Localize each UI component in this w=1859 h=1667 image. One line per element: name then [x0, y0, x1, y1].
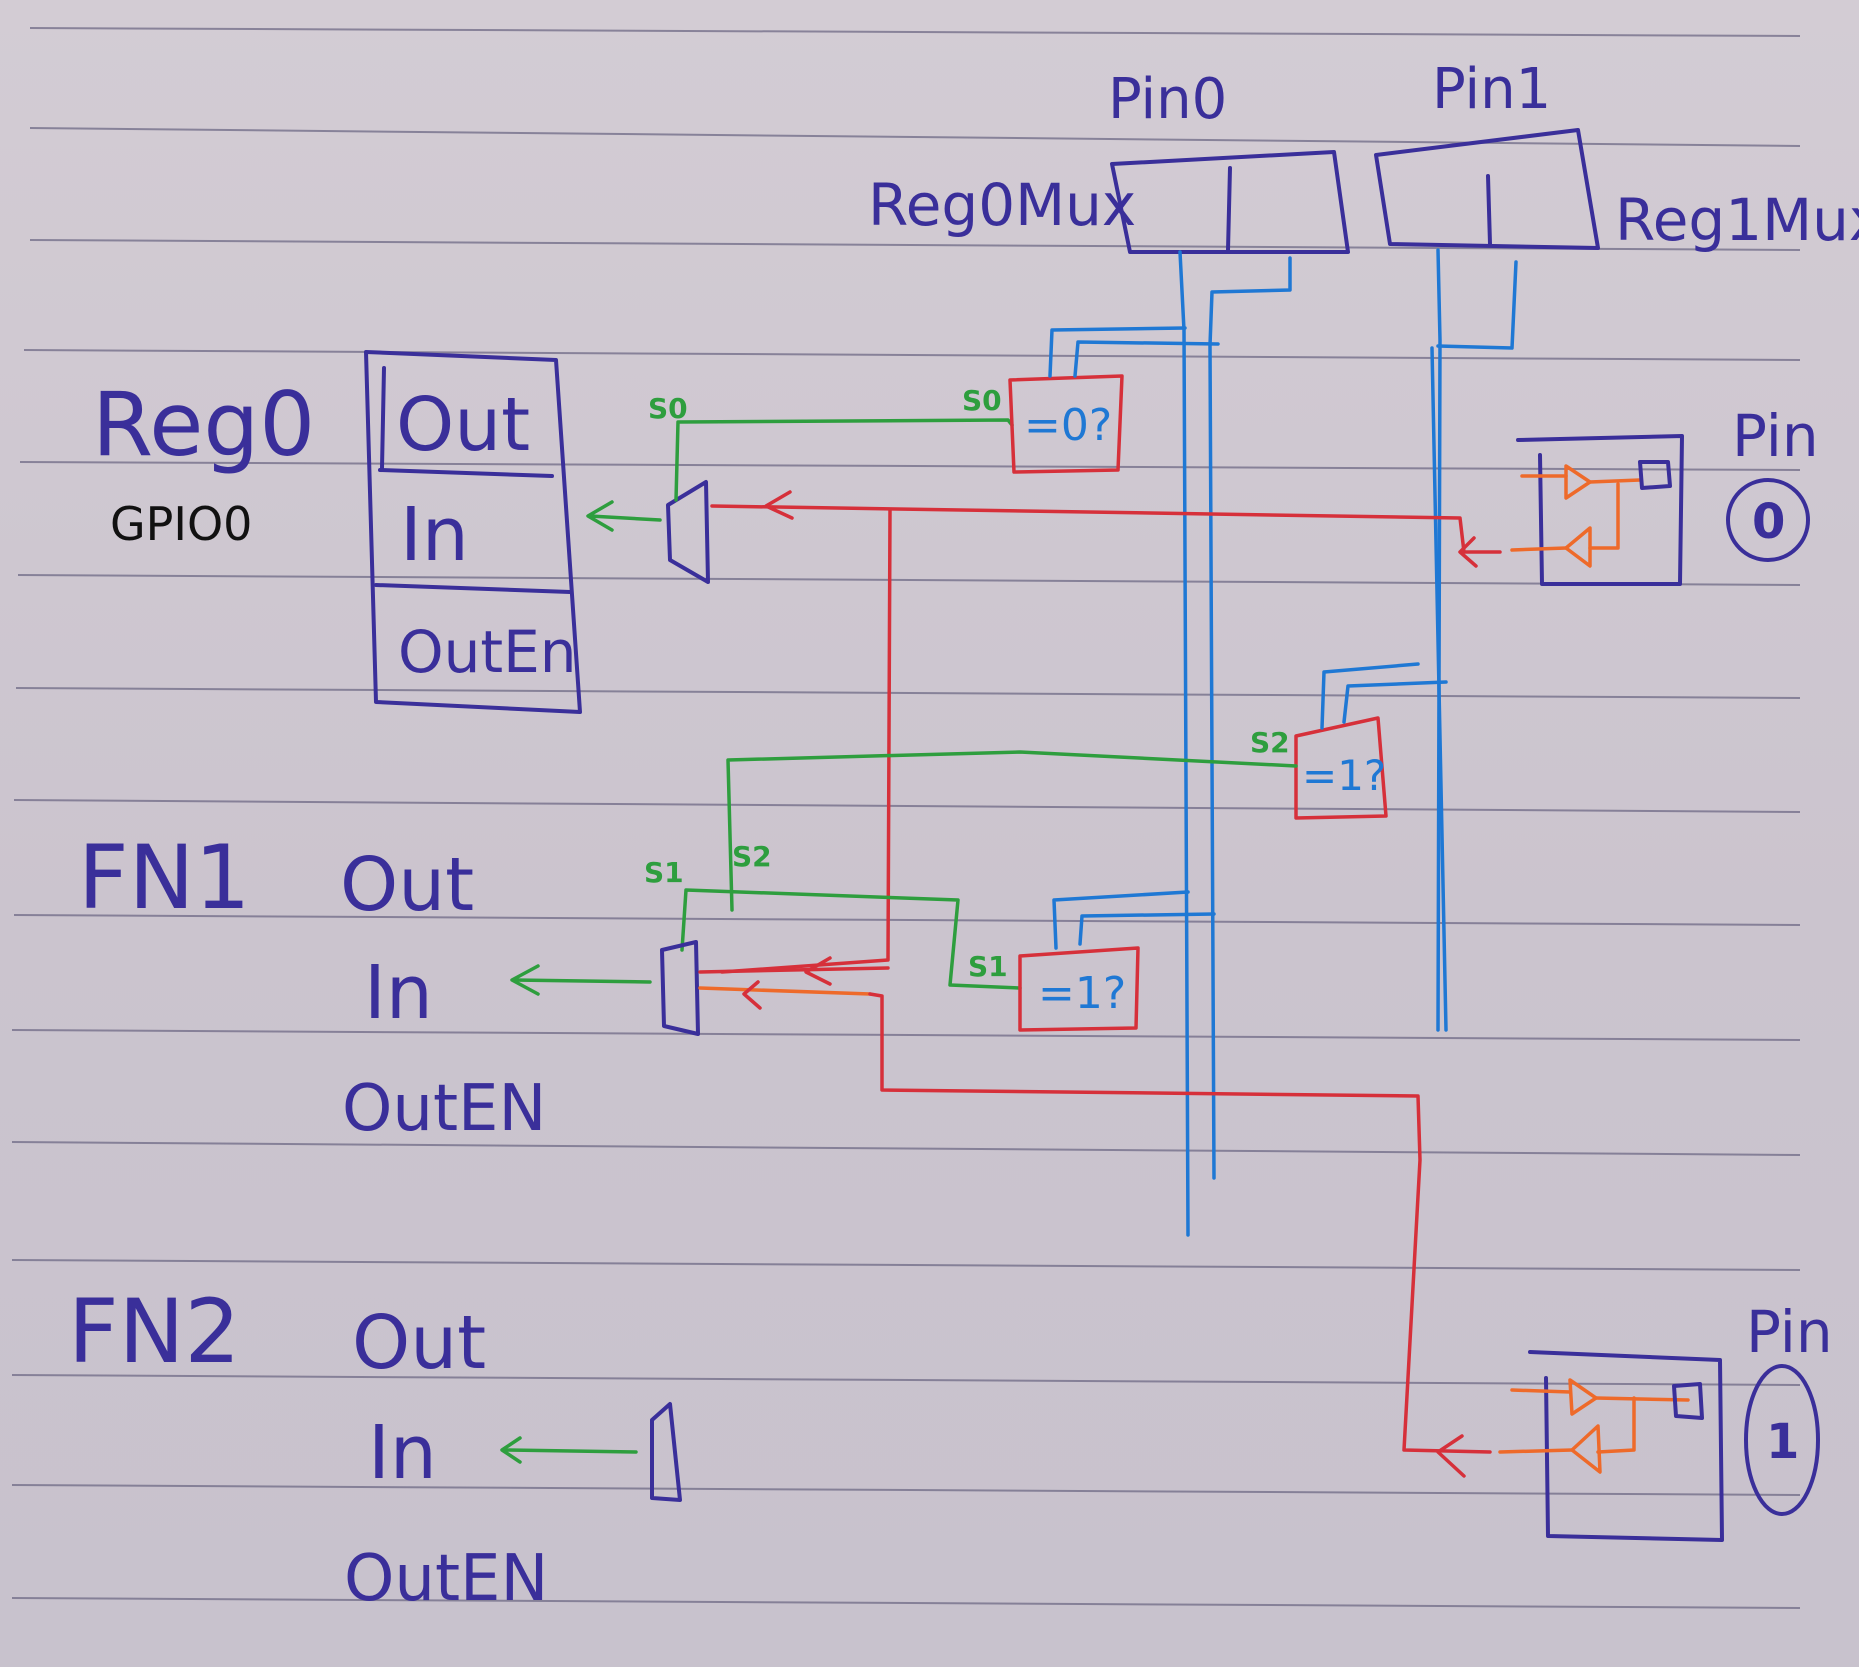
- s1-select-line: [680, 888, 1022, 990]
- reg0mux-register: [1110, 150, 1350, 254]
- s0-label-comparator: S0: [962, 384, 1002, 417]
- fn1-title: FN1: [78, 826, 250, 929]
- comparator-eq1-s2-label: =1?: [1302, 751, 1386, 800]
- reg0mux-select-bus: [1178, 250, 1292, 1237]
- reg0-register: [364, 350, 582, 714]
- s2-select-line: [726, 750, 1298, 912]
- reg0mux-label: Reg0Mux: [868, 171, 1136, 239]
- fn2-field-outen: OutEN: [344, 1542, 548, 1616]
- pin1-number: 1: [1766, 1414, 1799, 1470]
- pin0-io-pad: [1510, 434, 1684, 586]
- pin0-number: 0: [1752, 494, 1785, 550]
- reg0-field-in: In: [400, 492, 469, 578]
- gpio0-annotation: GPIO0: [110, 497, 252, 551]
- comparator-eq1-s2: =1?: [1294, 716, 1388, 820]
- fn1-input-mux: [660, 940, 700, 1036]
- reg1mux-label: Reg1Mux: [1615, 186, 1859, 254]
- fn1-in-arrow: [510, 964, 652, 996]
- s2-label-comparator: S2: [1250, 726, 1290, 759]
- s0-select-line: [674, 418, 1014, 502]
- fn2-in-arrow: [500, 1436, 638, 1464]
- fn1-field-outen: OutEN: [342, 1072, 546, 1146]
- s2-label-mux: S2: [732, 840, 772, 873]
- reg1mux-select-bus: [1430, 248, 1518, 1032]
- reg0-title: Reg0: [92, 373, 315, 476]
- fn2-field-out: Out: [352, 1300, 486, 1386]
- fn2-field-in: In: [368, 1410, 437, 1496]
- pin1-header: Pin1: [1432, 57, 1551, 122]
- pin0-header: Pin0: [1108, 67, 1227, 132]
- pin1-connector: 1: [1744, 1364, 1820, 1516]
- ruled-lines: [11, 27, 1801, 1609]
- reg1mux-register: [1374, 128, 1600, 250]
- pin0-input-signal: [710, 490, 1502, 974]
- pin1-io-pad: [1498, 1350, 1724, 1542]
- s1-label-comparator: S1: [968, 950, 1008, 983]
- pin0-label: Pin: [1732, 402, 1819, 470]
- comparator-eq0: =0?: [1008, 374, 1124, 474]
- comparator-eq0-label: =0?: [1024, 400, 1112, 451]
- s0-label-mux: S0: [648, 392, 688, 425]
- fn1-mux-inputs: [698, 956, 1492, 1478]
- eq1-s2-tap-a: [1320, 662, 1420, 730]
- pin0-connector: 0: [1726, 478, 1810, 562]
- reg0-input-mux: [666, 480, 710, 584]
- fn2-title: FN2: [68, 1280, 240, 1383]
- s1-label-mux: S1: [644, 856, 684, 889]
- comparator-eq1-s1-label: =1?: [1038, 968, 1126, 1019]
- eq1-s2-tap-b: [1342, 680, 1448, 724]
- comparator-eq1-s1: =1?: [1018, 946, 1140, 1032]
- eq0-tap-b: [1073, 340, 1220, 378]
- reg0-in-arrow: [586, 500, 662, 532]
- pin1-label: Pin: [1746, 1298, 1833, 1366]
- fn1-field-out: Out: [340, 842, 474, 928]
- reg0-field-out: Out: [396, 382, 530, 468]
- reg0-field-outen: OutEn: [398, 618, 577, 686]
- fn1-field-in: In: [364, 950, 433, 1036]
- fn2-input-mux: [650, 1402, 682, 1502]
- eq0-tap-a: [1048, 326, 1187, 378]
- eq1-s1-tap-b: [1078, 912, 1216, 946]
- eq1-s1-tap-a: [1052, 890, 1190, 950]
